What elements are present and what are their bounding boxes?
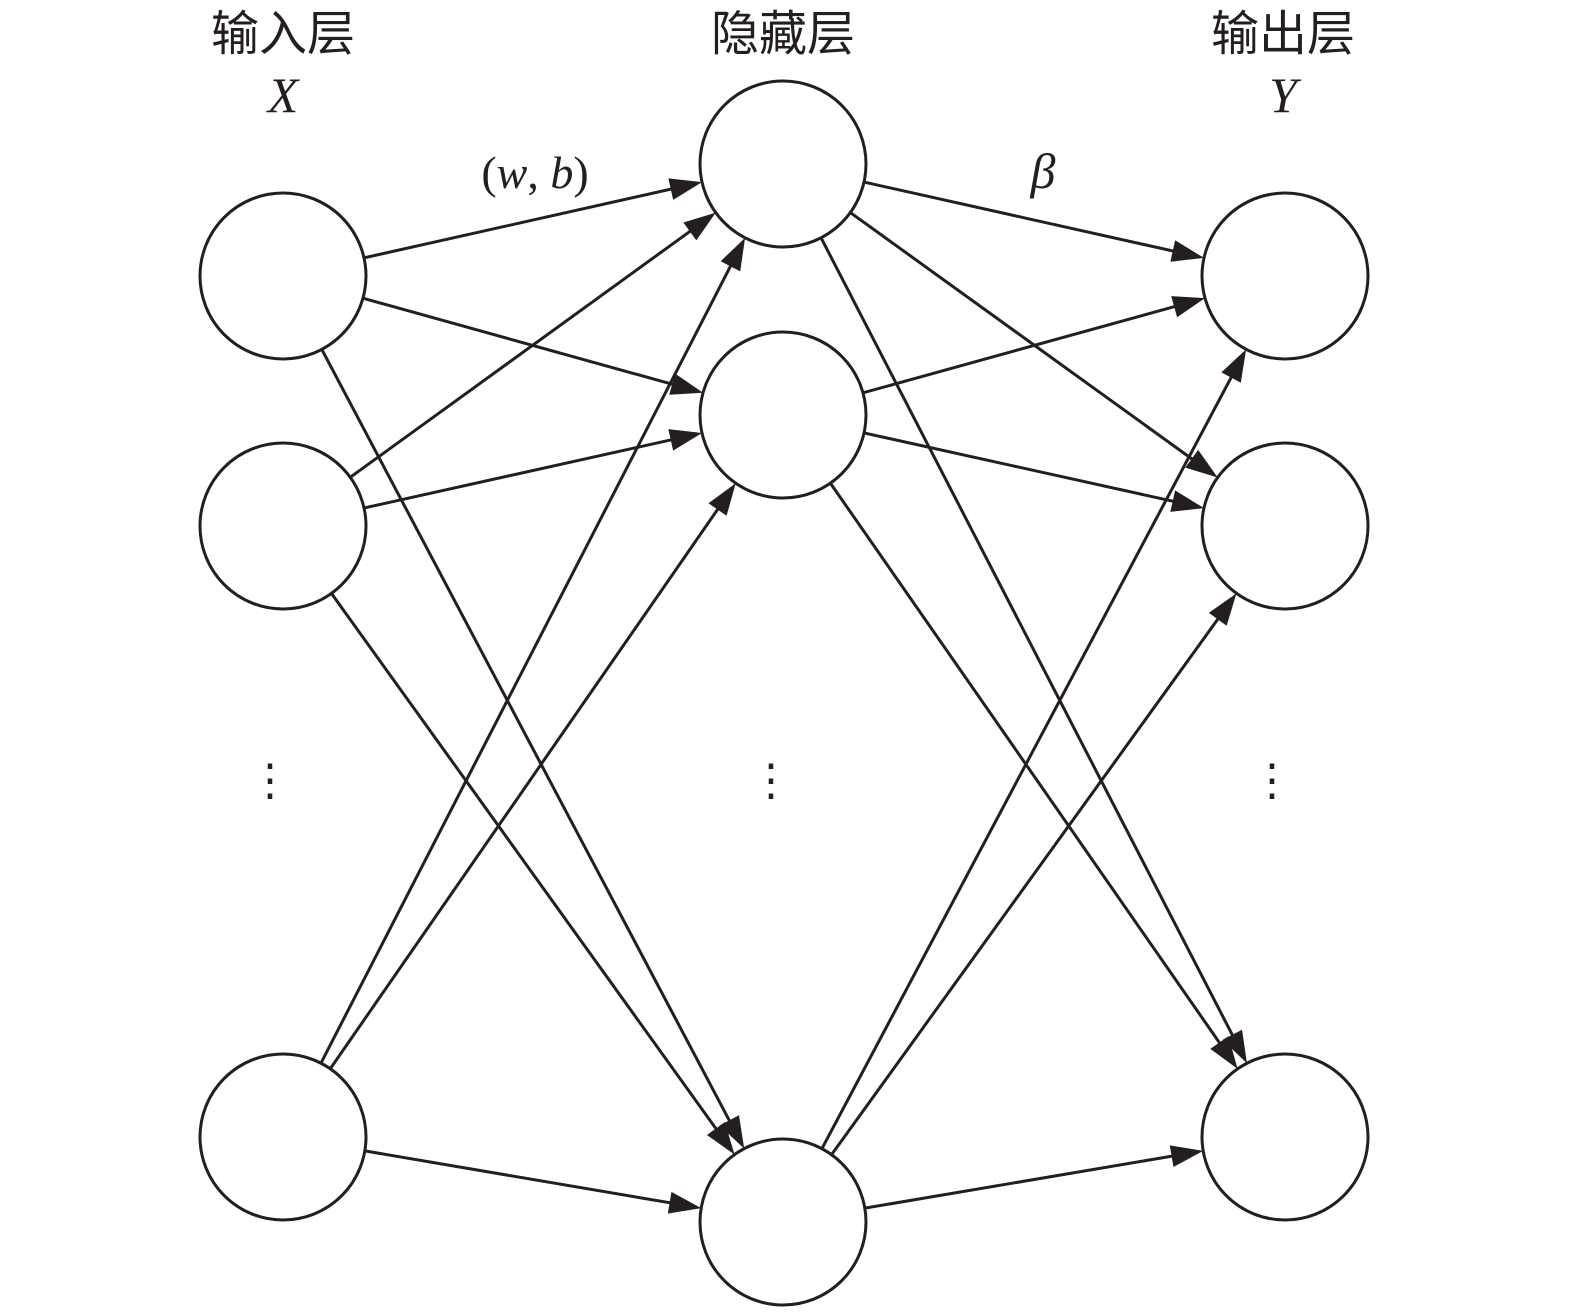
arrowhead-h2-to-y2: [1170, 490, 1204, 512]
hidden-ellipsis-glyph: ⋮: [749, 756, 793, 805]
output-ellipsis: ⋮: [1250, 756, 1294, 805]
edge-xn-to-h2: [329, 490, 732, 1070]
hidden-node-2: [698, 330, 868, 500]
edge-h2-to-y1: [862, 299, 1196, 395]
hidden-layer-title: 隐藏层: [711, 6, 855, 62]
edge-x2-to-h1: [349, 217, 709, 479]
hidden-output-weight-label: β: [1030, 143, 1056, 199]
edge-x1-to-hL: [320, 348, 741, 1141]
weight-label-open-paren: (: [481, 147, 496, 198]
arrowhead-xn-to-h1: [720, 237, 746, 272]
weight-label-w: w: [497, 147, 528, 198]
arrowhead-x1-to-hL: [719, 1115, 745, 1149]
edge-h1-to-y1: [863, 180, 1195, 258]
arrowhead-hL-to-y2: [1208, 593, 1237, 626]
arrowhead-x1-to-h1: [668, 178, 703, 200]
arrowhead-h1-to-y1: [1170, 240, 1204, 262]
output-ellipsis-glyph: ⋮: [1250, 756, 1294, 805]
input-node-1: [198, 191, 368, 361]
arrowhead-h1-to-y2: [1185, 449, 1218, 478]
arrowhead-xn-to-h2: [708, 483, 736, 516]
edge-x2-to-h2: [363, 433, 693, 510]
input-layer-title: 输入层: [211, 6, 355, 62]
connection-edges: [319, 178, 1247, 1214]
arrowhead-x2-to-h1: [683, 212, 716, 241]
edge-h2-to-ym: [829, 482, 1234, 1062]
arrowhead-x2-to-h2: [668, 429, 702, 451]
edge-x2-to-hL: [330, 592, 730, 1148]
output-node-3: [1200, 1052, 1370, 1222]
output-layer-symbol: Y: [1269, 67, 1302, 123]
input-ellipsis: ⋮: [248, 756, 292, 805]
neuron-nodes: [198, 79, 1370, 1307]
output-node-2: [1200, 441, 1370, 611]
edge-xn-to-h1: [319, 246, 742, 1064]
arrowhead-h2-to-ym: [1210, 1036, 1238, 1069]
hidden-node-1: [698, 79, 868, 249]
input-layer-symbol: X: [266, 67, 301, 123]
arrowhead-x1-to-h2: [669, 373, 704, 395]
edge-h1-to-ym: [819, 237, 1244, 1056]
arrowhead-h2-to-y1: [1171, 296, 1206, 318]
edge-x1-to-h2: [362, 296, 694, 392]
edge-xn-to-hL: [364, 1149, 692, 1208]
arrowhead-x2-to-hL: [706, 1122, 735, 1155]
edge-hL-to-y2: [830, 600, 1232, 1156]
input-node-3: [198, 1052, 368, 1222]
weight-label-b: b: [550, 147, 573, 198]
hidden-node-3: [698, 1137, 868, 1307]
arrowhead-hL-to-y1: [1221, 349, 1247, 383]
edge-hL-to-y1: [820, 357, 1243, 1150]
output-node-1: [1200, 191, 1370, 361]
weight-label-separator: ,: [527, 147, 550, 198]
edge-x1-to-h1: [363, 182, 693, 260]
edge-h2-to-y2: [863, 431, 1195, 508]
arrowhead-hL-to-ym: [1169, 1145, 1204, 1168]
edge-hL-to-ym: [864, 1151, 1194, 1210]
edge-h1-to-y2: [849, 211, 1211, 473]
weight-label-close-paren: ): [573, 147, 588, 198]
output-layer-title: 输出层: [1211, 6, 1355, 62]
input-hidden-weight-label: (w, b): [481, 147, 588, 198]
hidden-ellipsis: ⋮: [749, 756, 793, 805]
input-ellipsis-glyph: ⋮: [248, 756, 292, 805]
arrowhead-xn-to-hL: [667, 1191, 702, 1214]
input-node-2: [198, 441, 368, 611]
